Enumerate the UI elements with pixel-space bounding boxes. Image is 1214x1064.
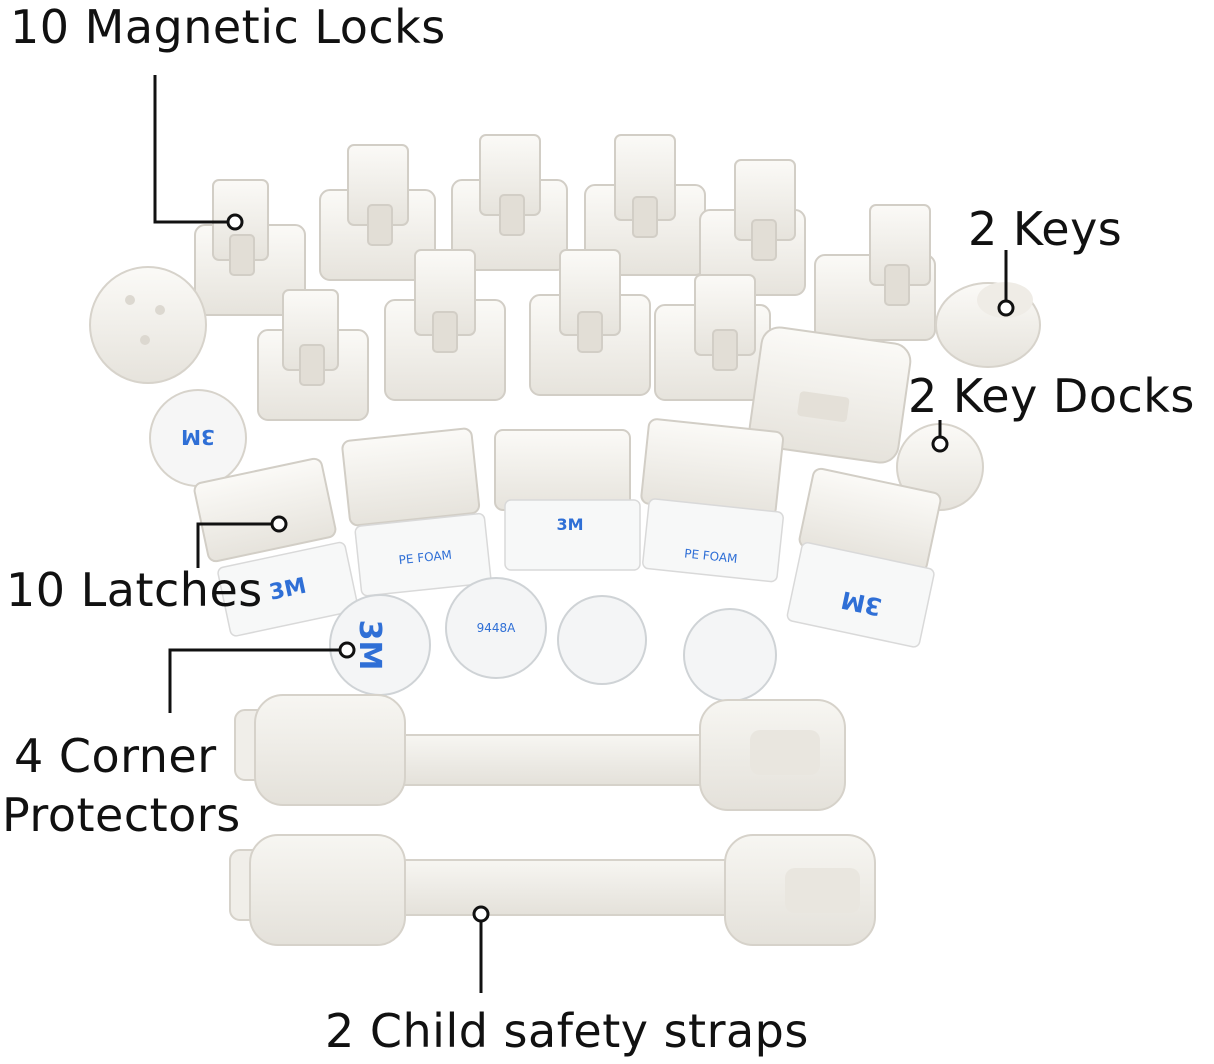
label-keys: 2 Keys [968, 202, 1123, 256]
callout-dot [338, 641, 356, 659]
callout-dot [997, 299, 1015, 317]
tape-brand: 3M [352, 620, 387, 671]
latch [494, 429, 631, 511]
corner-protector [683, 608, 777, 702]
callout-dot [270, 515, 288, 533]
label-latches: 10 Latches [6, 563, 263, 617]
label-magnetic-locks: 10 Magnetic Locks [10, 0, 446, 54]
tape-disc: 3M [149, 389, 247, 487]
tape-brand: 3M [556, 515, 583, 534]
corner-protector: 9448A [445, 577, 547, 679]
callout-dot [472, 905, 490, 923]
magnetic-lock [384, 249, 506, 401]
tape-brand: 3M [181, 425, 215, 449]
tape-code: 9448A [477, 621, 517, 635]
key-right [935, 282, 1041, 368]
tape-foam: PE FOAM [684, 546, 739, 565]
callout-magnetic-locks [153, 75, 228, 224]
callout-dot [931, 435, 949, 453]
magnetic-lock [257, 289, 369, 421]
magnetic-lock [654, 274, 771, 401]
callouts [153, 75, 1015, 993]
corner-protector [557, 595, 647, 685]
latches-group [193, 418, 942, 573]
latch [341, 427, 481, 527]
magnetic-lock [451, 134, 568, 271]
label-key-docks: 2 Key Docks [908, 369, 1195, 423]
key-dock-square [748, 326, 912, 464]
safety-strap [229, 834, 876, 946]
safety-strap [234, 694, 846, 811]
label-safety-straps: 2 Child safety straps [325, 1004, 809, 1058]
magnetic-locks-group [194, 134, 936, 421]
label-corner-protectors-line2: Protectors [2, 788, 241, 842]
magnetic-lock [814, 204, 936, 341]
callout-latches [196, 522, 272, 568]
key-round-left [89, 266, 207, 384]
label-corner-protectors-line1: 4 Corner [14, 729, 217, 783]
corner-protectors-group: 3M 9448A [329, 577, 777, 702]
callout-corner-protectors [168, 648, 340, 713]
tape-foam: PE FOAM [398, 548, 453, 567]
magnetic-lock [529, 249, 651, 396]
callout-dot [226, 213, 244, 231]
latch-tapes: 3M PE FOAM 3M PE FOAM 3M [217, 498, 935, 648]
corner-protector: 3M [329, 594, 431, 696]
magnetic-lock [319, 144, 436, 281]
